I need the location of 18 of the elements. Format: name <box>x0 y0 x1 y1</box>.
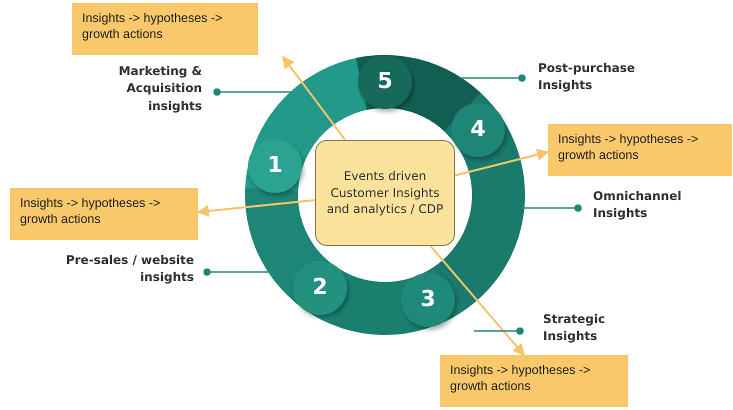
callout-box: Insights -> hypotheses -> growth actions <box>72 3 258 55</box>
callout-box: Insights -> hypotheses -> growth actions <box>440 355 628 407</box>
leader-line <box>474 327 524 335</box>
stage-label: Pre-sales / website insights <box>60 252 194 292</box>
center-box: Events driven Customer Insights and analytics / CDP <box>315 140 455 246</box>
leader-line <box>522 204 582 212</box>
arrow <box>454 148 550 176</box>
stage-label: Omnichannel Insights <box>593 188 703 228</box>
arrow <box>196 199 316 217</box>
callout-box: Insights -> hypotheses -> growth actions <box>548 124 732 176</box>
leader-line <box>460 74 526 82</box>
leader-line <box>203 268 270 276</box>
leader-line <box>213 88 292 96</box>
stage-label: Strategic Insights <box>543 311 633 351</box>
stage-label: Post-purchase Insights <box>538 60 648 100</box>
stage-label: Marketing & Acquisition insights <box>80 63 202 125</box>
arrow <box>282 56 346 141</box>
callout-box: Insights -> hypotheses -> growth actions <box>10 188 198 240</box>
